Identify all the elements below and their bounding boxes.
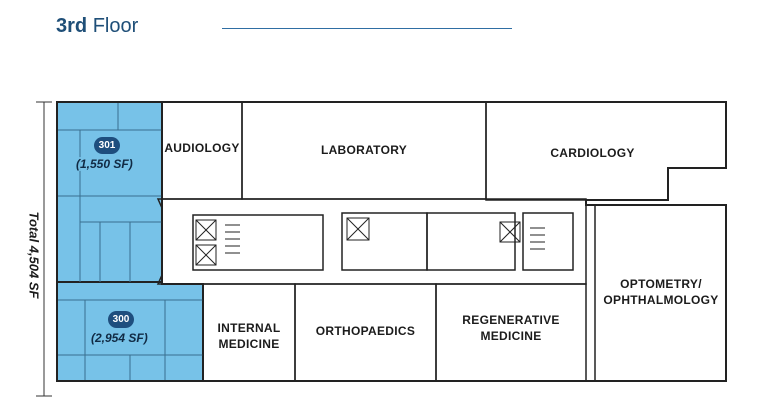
floor-title: 3rd Floor [56,15,138,38]
suite-301-area [56,101,163,283]
total-area-label: Total 4,504 SF [26,211,42,299]
title-rule [222,28,512,29]
suite-301-badge: 301 [94,137,120,154]
room-laboratory: LABORATORY [320,143,408,157]
room-internal-medicine: INTERNAL MEDICINE [217,321,281,351]
elevators-stairs [195,217,545,266]
room-optometry-ophthalmology: OPTOMETRY/ OPHTHALMOLOGY [603,277,719,307]
suite-301-area-label: (1,550 SF) [74,157,135,171]
dimension-line [36,101,52,397]
core [156,198,587,285]
suite-300-badge: 300 [108,311,134,328]
suite-300-area-label: (2,954 SF) [89,331,150,345]
room-orthopaedics: ORTHOPAEDICS [315,324,416,338]
bottom-rooms [202,204,727,382]
room-audiology: AUDIOLOGY [164,141,240,155]
floor-word: Floor [92,15,139,37]
room-cardiology: CARDIOLOGY [550,146,635,160]
room-regenerative-medicine: REGENERATIVE MEDICINE [462,313,560,343]
floor-number: 3rd [56,15,88,37]
suite-partitions [57,102,203,381]
